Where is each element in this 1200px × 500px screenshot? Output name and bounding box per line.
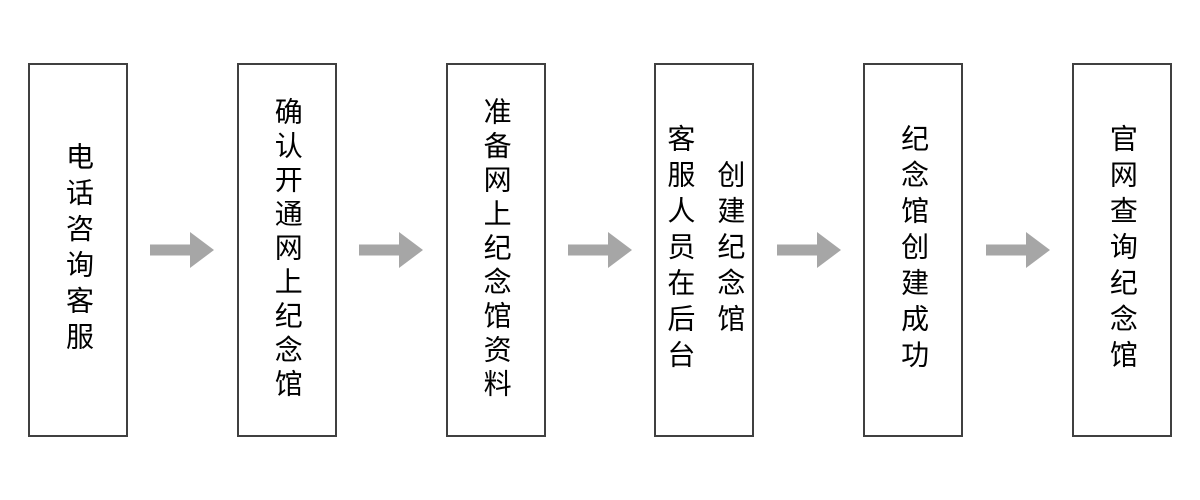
flow-step-label-2: 确认开通网上纪念馆 [271, 97, 303, 403]
flow-step-label-4-col-2: 创建纪念馆 [714, 160, 746, 340]
right-arrow-icon [776, 232, 841, 268]
flow-step-label-5: 纪念馆创建成功 [898, 124, 930, 376]
right-arrow-icon [359, 232, 424, 268]
flow-step-box-6: 官网查询纪念馆 [1071, 63, 1172, 437]
flow-step-label-4-col-1: 客服人员在后台 [664, 124, 696, 376]
flow-step-box-1: 电话咨询客服 [28, 63, 128, 437]
flow-step-label-1: 电话咨询客服 [63, 142, 94, 358]
right-arrow-icon [567, 232, 632, 268]
right-arrow-icon [150, 232, 215, 268]
flow-step-label-3: 准备网上纪念馆资料 [480, 97, 512, 403]
flow-step-box-3: 准备网上纪念馆资料 [445, 63, 546, 437]
flow-step-box-2: 确认开通网上纪念馆 [236, 63, 337, 437]
flow-step-label-columns: 客服人员在后台 创建纪念馆 [664, 65, 746, 435]
flow-step-box-5: 纪念馆创建成功 [863, 63, 964, 437]
flow-step-label-6: 官网查询纪念馆 [1106, 124, 1138, 376]
right-arrow-icon [985, 232, 1050, 268]
flow-step-box-4: 客服人员在后台 创建纪念馆 [654, 63, 755, 437]
